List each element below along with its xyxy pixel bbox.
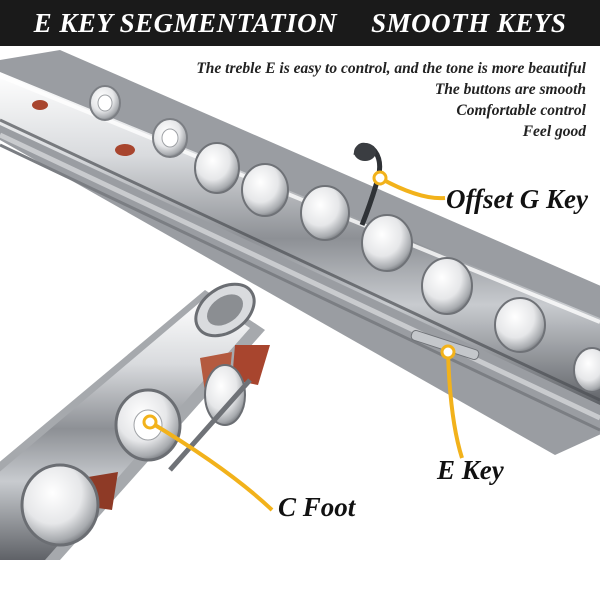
key-3 [194,142,240,194]
key-6-offset-g [361,214,413,272]
foot-joint [0,282,270,560]
callout-lines [142,170,464,512]
feature-list: The treble E is easy to control, and the… [196,58,586,142]
banner-title-left: E KEY SEGMENTATION [33,7,338,38]
e-key-label: E Key [437,455,504,485]
key-1 [89,85,121,121]
key-7 [421,257,473,315]
flute-illustration [0,50,600,560]
key-9 [573,347,600,393]
feature-line-1: The treble E is easy to control, and the… [196,60,586,77]
offset-g-key-label: Offset G Key [446,184,588,214]
header-banner: E KEY SEGMENTATION SMOOTH KEYS [0,0,600,46]
c-foot-label: C Foot [278,492,356,522]
feature-line-2: The buttons are smooth [434,81,586,98]
main-keys [89,85,600,393]
key-5 [300,185,350,241]
key-8 [494,297,546,353]
key-2 [152,118,188,158]
banner-title-right: SMOOTH KEYS [371,7,567,38]
feature-line-4: Feel good [522,123,586,140]
feature-line-3: Comfortable control [456,102,586,119]
key-4 [241,163,289,217]
